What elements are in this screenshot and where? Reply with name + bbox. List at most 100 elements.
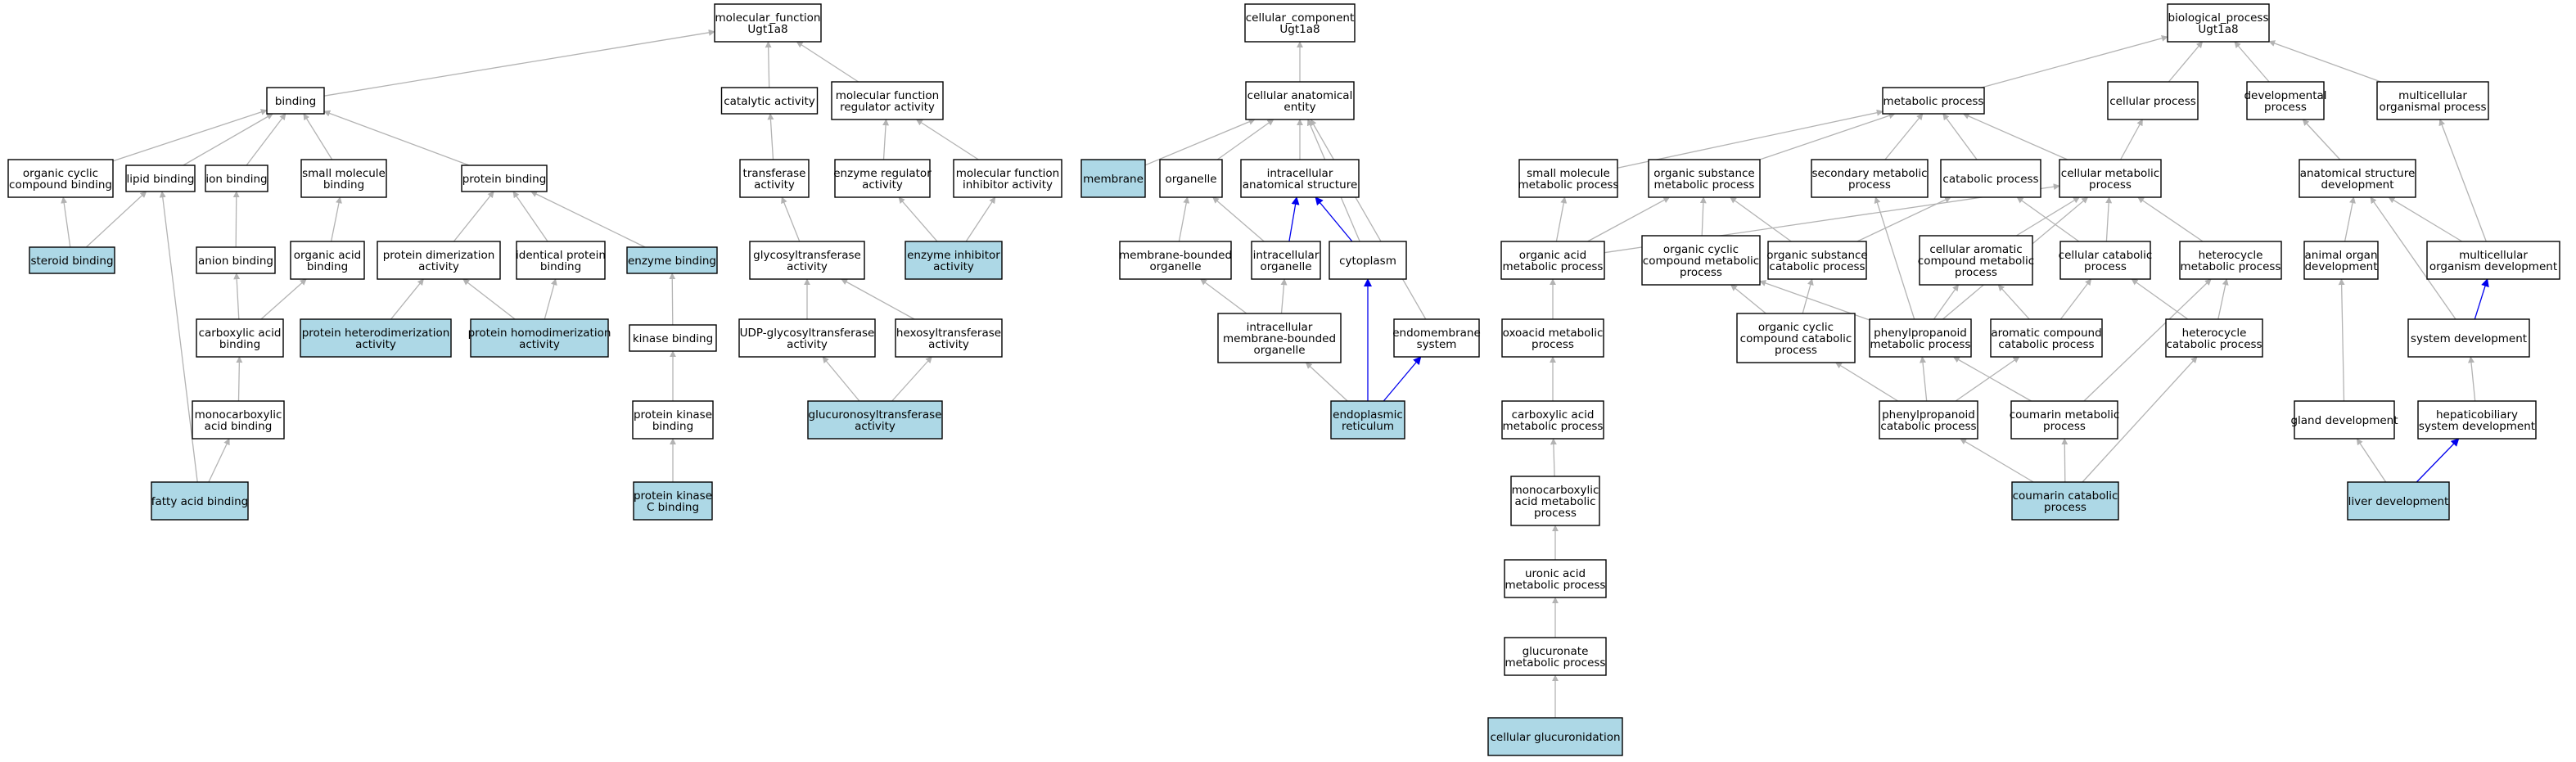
edge-line [822, 356, 860, 402]
node-metab: metabolic process [1882, 87, 1985, 115]
node-box [626, 246, 718, 274]
node-label: process [2264, 101, 2307, 114]
edge-line [669, 273, 676, 326]
edge-binding-to-mf [323, 29, 715, 97]
edge-line [1856, 196, 1951, 242]
node-label: acid binding [205, 420, 273, 433]
edge-line [1288, 196, 1300, 242]
node-box [953, 159, 1062, 198]
edge-line [1200, 278, 1247, 314]
node-box [2303, 241, 2379, 280]
node-box [632, 400, 714, 440]
edge-line [2137, 196, 2204, 242]
node-ion: ion binding [205, 165, 268, 192]
edge-enzinhib-to-mfinhib [965, 196, 996, 242]
node-box [1080, 159, 1146, 198]
edge-line [1955, 356, 2020, 402]
edge-line [61, 196, 71, 248]
node-box [2167, 3, 2270, 43]
node-label: metabolic process [1654, 178, 1755, 192]
node-label: steroid binding [30, 255, 113, 268]
edge-line [1942, 113, 1978, 160]
node-box [300, 159, 387, 198]
node-box [1641, 235, 1761, 286]
node-label: process [1955, 266, 1997, 279]
edge-er-to-endomemb [1383, 356, 1422, 402]
edge-steroid-to-orgcyc [61, 196, 71, 248]
node-box [1919, 235, 2033, 286]
edge-phenylmet-to-cellarommet [1933, 284, 1960, 320]
node-label: phenylpropanoid [1874, 327, 1967, 340]
node-label: cellular catabolic [2059, 249, 2153, 262]
node-label: UDP-glycosyltransferase [740, 327, 875, 340]
node-label: liver development [2348, 495, 2449, 508]
edge-line [2438, 119, 2487, 242]
edge-line [2344, 196, 2356, 242]
edge-protdim-to-protbind [453, 191, 494, 242]
edge-phenylcat-to-phenylmet [1920, 356, 1928, 402]
edge-line [2105, 196, 2113, 242]
node-label: catabolic process [1769, 260, 1865, 273]
edge-glucuronosyl-to-udpglyc [822, 356, 860, 402]
node-box [2407, 318, 2530, 358]
node-label: organelle [1260, 260, 1311, 273]
node-label: acid metabolic [1514, 495, 1595, 508]
edge-animorgdev-to-anatdev [2344, 196, 2356, 242]
edge-smallmolmet-to-metab [1617, 109, 1884, 169]
node-label: organic substance [1766, 249, 1867, 262]
node-label: molecular function [836, 89, 939, 102]
node-lipid: lipid binding [125, 165, 196, 192]
edge-phenylmet-to-secmet [1874, 196, 1915, 320]
node-label: protein binding [462, 173, 547, 186]
node-box [1767, 241, 1867, 280]
node-box [720, 87, 819, 115]
edge-line [1178, 196, 1190, 242]
edge-orgacid-to-smallmol [330, 196, 342, 242]
node-label: hepaticobiliary [2436, 408, 2518, 422]
node-label: lipid binding [126, 173, 194, 186]
node-label: protein dimerization [383, 249, 495, 262]
edge-smallmol-to-binding [303, 113, 333, 160]
edge-line [1730, 196, 1792, 242]
node-box [895, 318, 1003, 358]
edge-protbind-to-binding [323, 110, 470, 166]
node-box [1940, 159, 2041, 198]
node-label: anatomical structure [1243, 178, 1358, 192]
node-box [196, 318, 284, 358]
node-label: uronic acid [1525, 567, 1586, 580]
node-label: small molecule [1527, 167, 1610, 180]
node-box [2246, 81, 2325, 120]
node-label: animal organ [2304, 249, 2377, 262]
edge-line [1874, 196, 1915, 320]
edge-orgacidmet-to-orgsubmet [1587, 196, 1671, 242]
edge-line [246, 113, 286, 166]
edge-endomemb-to-cae [1310, 119, 1427, 320]
edge-line [530, 191, 646, 248]
node-label: anion binding [198, 255, 273, 268]
node-label: binding [323, 178, 364, 192]
edge-line [159, 191, 198, 483]
edge-layer [61, 29, 2489, 718]
edge-orgsubmet-to-metab [1759, 112, 1896, 160]
node-label: regulator activity [840, 101, 935, 114]
node-label: compound binding [9, 178, 112, 192]
node-label: secondary metabolic [1811, 167, 1927, 180]
node-label: protein heterodimerization [302, 327, 450, 340]
edge-coucat-to-phenylcat [1960, 438, 2034, 483]
